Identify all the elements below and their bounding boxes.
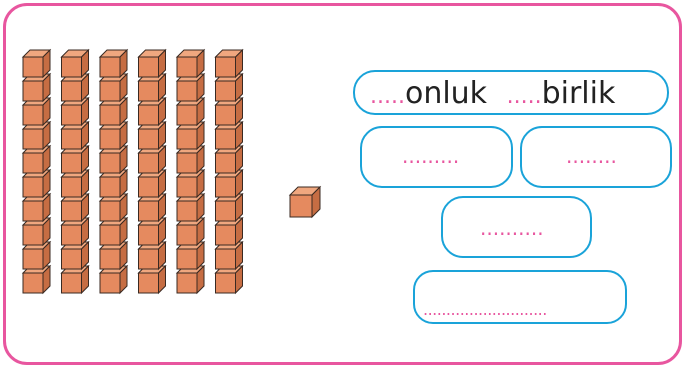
- tens-blank[interactable]: .....: [370, 84, 405, 109]
- answer-box-bottom-blank: ...........................: [423, 303, 547, 317]
- answer-line: .....onluk .....birlik: [370, 76, 615, 115]
- ones-blank[interactable]: .....: [507, 84, 542, 109]
- unit-cube: [290, 187, 320, 217]
- ones-word: birlik: [542, 76, 616, 111]
- answer-box-middle-blank: ..........: [480, 218, 544, 238]
- ten-rod: [139, 50, 166, 293]
- ten-rod: [62, 50, 89, 293]
- ten-rod: [23, 50, 50, 293]
- tens-word: onluk: [405, 76, 487, 111]
- answer-box-left-blank: .........: [402, 146, 459, 166]
- answer-box-right-blank: ........: [566, 146, 617, 166]
- ten-rod: [177, 50, 204, 293]
- ten-rod: [216, 50, 243, 293]
- ten-rod: [100, 50, 127, 293]
